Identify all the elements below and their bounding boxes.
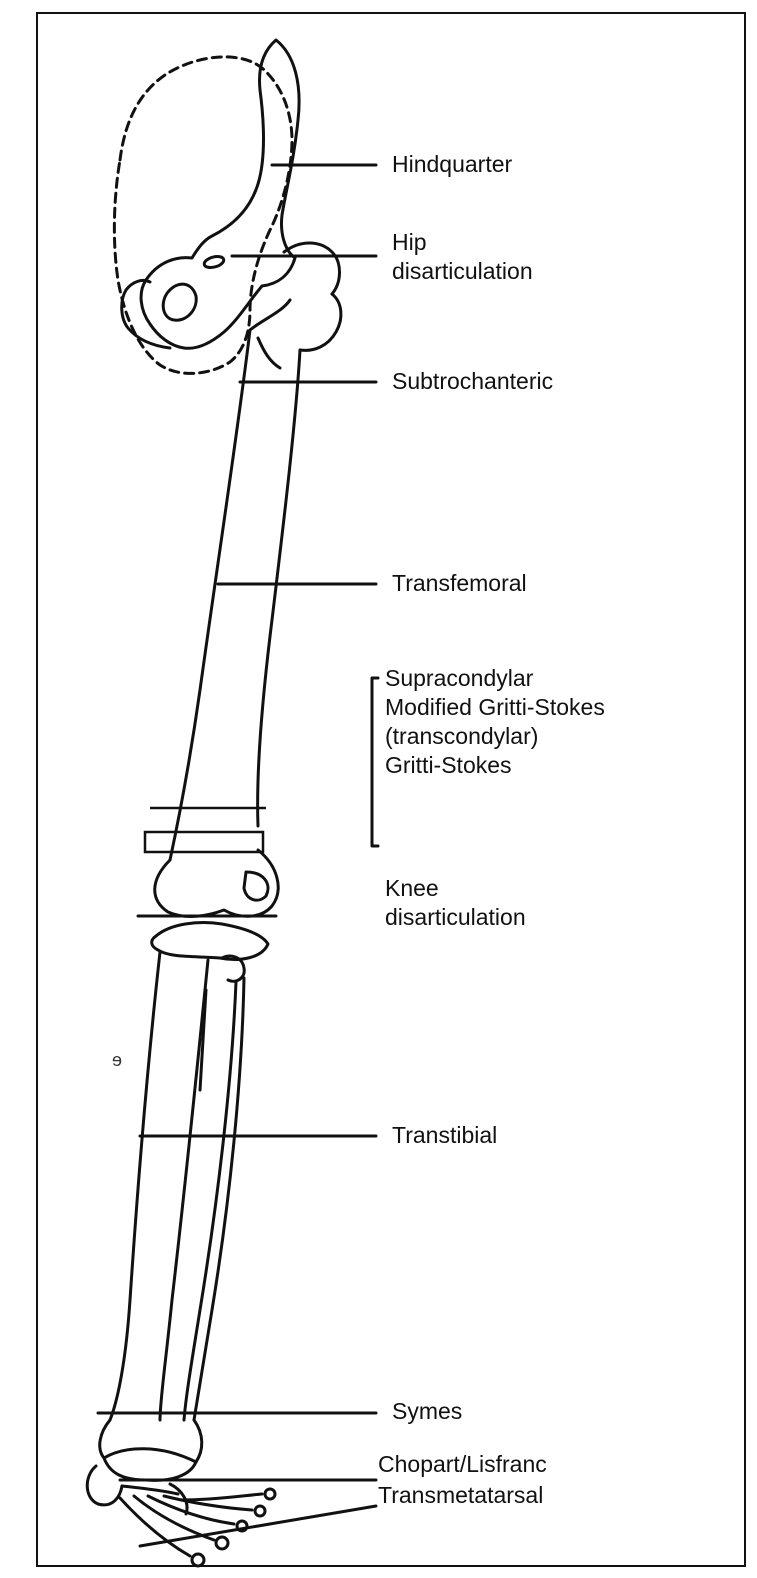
metatarsal-5 <box>182 1494 262 1500</box>
tibia-medial-edge <box>110 952 160 1420</box>
femoral-condyles <box>155 850 278 916</box>
lateral-malleolus <box>194 1420 202 1462</box>
phalanx <box>192 1554 204 1566</box>
cut-marker-gritti <box>145 832 263 852</box>
hindquarter-outline <box>114 57 292 373</box>
phalanx <box>255 1506 265 1516</box>
leader-transmetatarsal <box>140 1506 376 1546</box>
femoral-head <box>284 243 340 294</box>
label-knee-disarticulation: Knee disarticulation <box>385 874 526 932</box>
navicular <box>122 1486 178 1494</box>
talus <box>104 1449 196 1481</box>
label-symes: Symes <box>392 1397 462 1426</box>
femur-medial-edge <box>170 330 250 860</box>
small-mark: ɘ <box>112 1050 122 1070</box>
greater-trochanter <box>300 294 341 350</box>
label-transtibial: Transtibial <box>392 1121 497 1150</box>
pubic-notch <box>203 255 225 270</box>
femoral-neck <box>250 300 290 330</box>
patella <box>244 872 268 900</box>
phalanx <box>265 1489 275 1499</box>
label-supracondylar-group: Supracondylar Modified Gritti-Stokes (tr… <box>385 664 605 780</box>
label-transfemoral: Transfemoral <box>392 569 527 598</box>
label-hindquarter: Hindquarter <box>392 150 512 179</box>
label-chopart-lisfranc: Chopart/Lisfranc <box>378 1450 547 1479</box>
obturator-foramen <box>163 284 196 320</box>
lesser-trochanter <box>258 338 280 368</box>
tibial-plateau <box>152 923 268 960</box>
tibia-lateral-edge <box>160 960 208 1420</box>
label-subtrochanteric: Subtrochanteric <box>392 367 553 396</box>
label-transmetatarsal: Transmetatarsal <box>378 1481 543 1510</box>
label-hip-disarticulation: Hip disarticulation <box>392 228 533 286</box>
calcaneus <box>87 1466 122 1505</box>
medial-malleolus <box>100 1420 110 1458</box>
phalanx <box>216 1537 228 1549</box>
bracket-supracondylar <box>372 678 378 846</box>
femur-lateral-edge <box>258 350 300 826</box>
